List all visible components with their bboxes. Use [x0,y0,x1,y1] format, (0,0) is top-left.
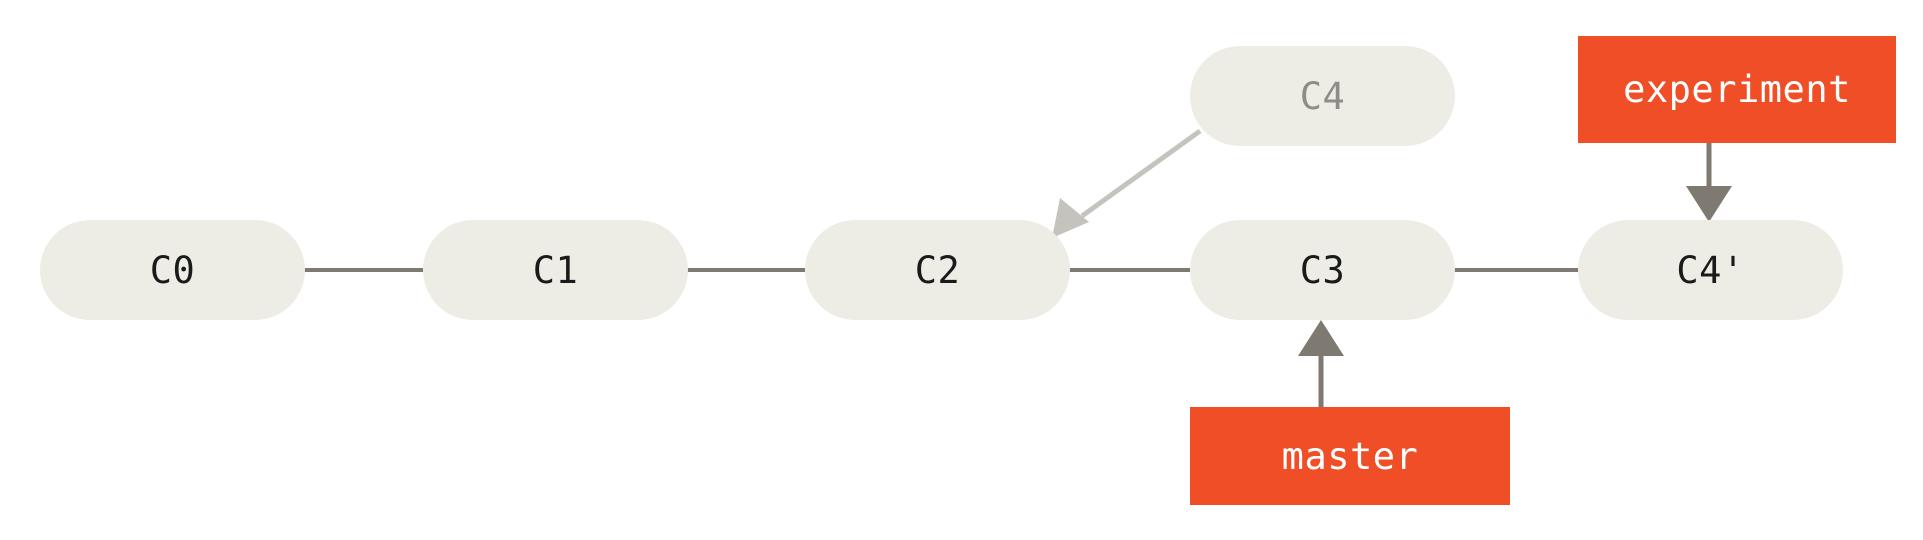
branch-label-master[interactable]: master [1190,407,1510,505]
branch-label-experiment[interactable]: experiment [1578,36,1896,143]
commit-label-c3: C3 [1299,248,1346,292]
commit-label-c0: C0 [149,248,196,292]
edge-master-to-c3 [1298,320,1344,407]
commit-node-c1[interactable]: C1 [423,220,688,320]
commit-node-c4-obsolete[interactable]: C4 [1190,46,1455,146]
branch-label-master-text: master [1281,434,1419,478]
commit-label-c2: C2 [914,248,961,292]
commit-label-c4: C4 [1299,74,1346,118]
edge-c4-to-c2-faded [1052,128,1202,238]
commit-node-c4-prime[interactable]: C4' [1578,220,1843,320]
commit-label-c1: C1 [532,248,579,292]
commit-node-c3[interactable]: C3 [1190,220,1455,320]
commit-node-c2[interactable]: C2 [805,220,1070,320]
commit-label-c4-prime: C4' [1676,248,1745,292]
edge-experiment-to-c4prime [1686,143,1732,222]
branch-label-experiment-text: experiment [1623,68,1851,111]
commit-node-c0[interactable]: C0 [40,220,305,320]
